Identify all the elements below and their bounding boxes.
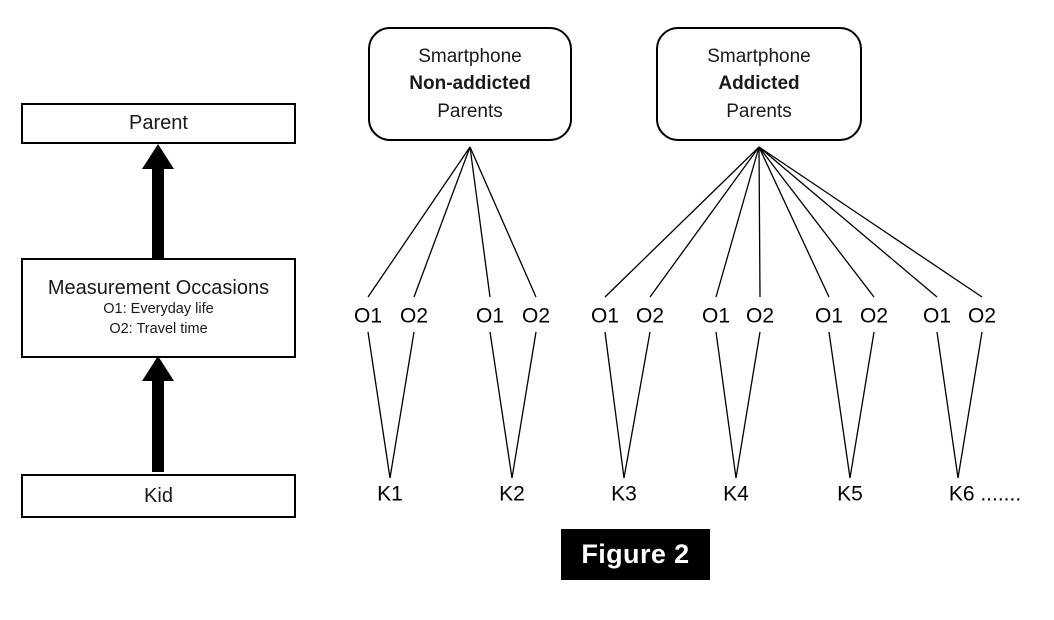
box-parent-title: Parent: [129, 112, 188, 134]
box-kid: Kid: [21, 474, 296, 518]
kid-node-k2: K2: [499, 482, 525, 506]
occasion-node-11: O1: [922, 304, 952, 328]
kid-node-k3: K3: [611, 482, 637, 506]
box-measurement-sub-o2: O2: Travel time: [109, 320, 208, 337]
box-measurement-title: Measurement Occasions: [47, 277, 270, 300]
figure-caption: Figure 2: [561, 529, 710, 580]
occasion-node-5: O1: [590, 304, 620, 328]
group-addicted-line1: Smartphone: [707, 45, 811, 67]
kid-node-k5: K5: [837, 482, 863, 506]
occasion-node-3: O1: [475, 304, 505, 328]
occasion-node-4: O2: [521, 304, 551, 328]
group-addicted-line3: Parents: [726, 100, 792, 122]
occasion-node-2: O2: [399, 304, 429, 328]
box-kid-title: Kid: [144, 484, 173, 507]
group-nonaddicted-line1: Smartphone: [418, 45, 522, 67]
occasion-node-7: O1: [701, 304, 731, 328]
occasion-node-10: O2: [859, 304, 889, 328]
v-connectors: [367, 331, 983, 479]
kid-node-k6: K6 .......: [948, 482, 1022, 506]
box-measurement-sub-o1: O1: Everyday life: [103, 301, 214, 318]
box-parent: Parent: [21, 103, 296, 144]
occasion-node-6: O2: [635, 304, 665, 328]
group-addicted-line2: Addicted: [718, 73, 800, 95]
group-nonaddicted-line2: Non-addicted: [409, 73, 531, 95]
occasion-node-8: O2: [745, 304, 775, 328]
occasion-node-1: O1: [353, 304, 383, 328]
occasion-node-9: O1: [814, 304, 844, 328]
fan-nonaddicted: [367, 146, 537, 298]
arrow-occasions-to-parent: [142, 144, 174, 260]
kid-node-k1: K1: [377, 482, 403, 506]
fan-addicted: [604, 146, 983, 298]
box-measurement-occasions: Measurement Occasions O1: Everyday life …: [21, 258, 296, 358]
kid-node-k4: K4: [723, 482, 749, 506]
group-smartphone-addicted-parents: Smartphone Addicted Parents: [656, 27, 862, 141]
arrow-kid-to-occasions: [142, 356, 174, 472]
occasion-node-12: O2: [967, 304, 997, 328]
group-smartphone-non-addicted-parents: Smartphone Non-addicted Parents: [368, 27, 572, 141]
group-nonaddicted-line3: Parents: [437, 100, 503, 122]
